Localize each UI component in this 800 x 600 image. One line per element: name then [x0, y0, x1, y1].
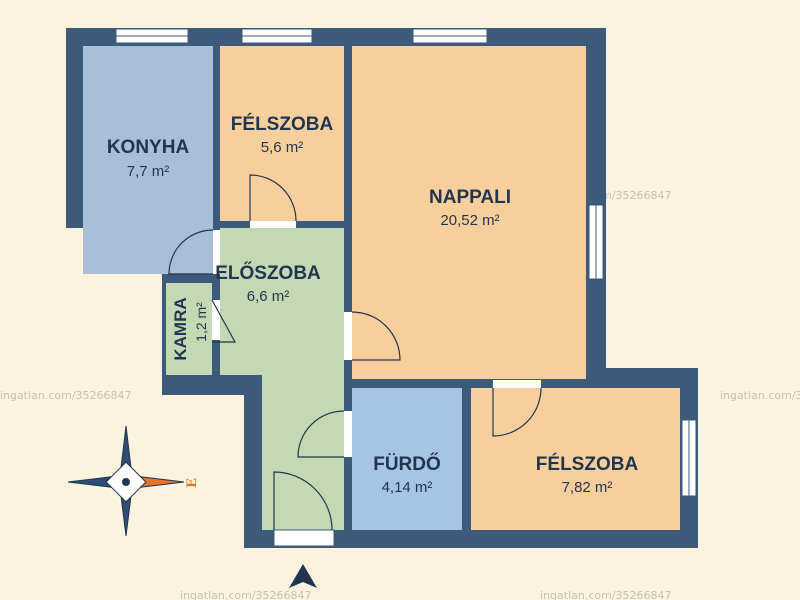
- window: [412, 28, 488, 44]
- door-nappali: [344, 311, 401, 361]
- watermark: ingatlan.com/35266847: [540, 589, 672, 600]
- room-area-furdo: 4,14 m²: [382, 479, 433, 496]
- compass-rose-icon: E: [67, 425, 200, 537]
- entrance-door: [273, 471, 335, 547]
- room-area-felszoba-large: 7,82 m²: [562, 479, 613, 496]
- compass-east-label: E: [185, 478, 200, 488]
- watermark: ingatlan.com/35266847: [720, 389, 800, 402]
- door-konyha: [168, 229, 220, 275]
- room-furdo: [352, 388, 462, 530]
- room-konyha: [83, 46, 213, 274]
- room-area-nappali: 20,52 m²: [440, 212, 499, 229]
- room-label-kamra: KAMRA: [171, 297, 190, 360]
- entrance-arrow: [289, 564, 317, 588]
- window: [681, 419, 697, 497]
- room-area-felszoba-small: 5,6 m²: [261, 139, 304, 156]
- room-label-felszoba-small: FÉLSZOBA: [231, 113, 334, 135]
- window: [241, 28, 313, 44]
- watermark: ingatlan.com/35266847: [0, 389, 132, 402]
- room-label-eloszoba: ELŐSZOBA: [215, 262, 321, 284]
- window: [115, 28, 189, 44]
- room-label-furdo: FÜRDŐ: [373, 453, 441, 475]
- window: [588, 204, 604, 280]
- room-label-felszoba-large: FÉLSZOBA: [536, 453, 639, 475]
- door-felszoba-large: [492, 380, 542, 437]
- door-kamra: [211, 299, 237, 343]
- watermark: ingatlan.com/35266847: [180, 589, 312, 600]
- room-label-konyha: KONYHA: [107, 137, 190, 158]
- room-felszoba-large: [471, 388, 680, 530]
- room-nappali: [352, 46, 586, 379]
- room-kamra: [166, 283, 212, 375]
- room-area-kamra: 1,2 m²: [193, 302, 209, 342]
- door-felszoba-small: [249, 174, 297, 228]
- room-area-konyha: 7,7 m²: [127, 163, 170, 180]
- room-area-eloszoba: 6,6 m²: [247, 288, 290, 305]
- room-label-nappali: NAPPALI: [429, 187, 511, 208]
- room-eloszoba: [220, 228, 344, 530]
- room-felszoba-small: [220, 46, 344, 221]
- door-furdo: [297, 410, 352, 458]
